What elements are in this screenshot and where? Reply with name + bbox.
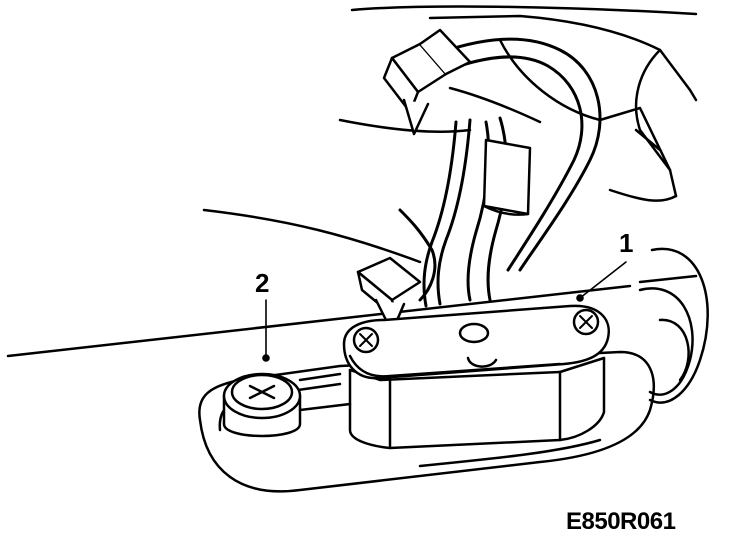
right-socket: [638, 247, 709, 404]
switch-cover-plate: [342, 304, 610, 380]
leader-line-1: [579, 261, 627, 299]
plate-screw-right: [572, 308, 600, 336]
lower-cable-tie-clip: [356, 256, 422, 334]
cable-harness: [398, 37, 602, 308]
leader-lines: [262, 261, 627, 362]
figure-code: E850R061: [566, 508, 676, 535]
callout-label-2: 2: [255, 268, 270, 298]
cable-sleeve: [482, 138, 532, 216]
body-panel-lines: [6, 5, 698, 358]
upper-cable-tie-clip: [382, 28, 542, 136]
leader-dot-2: [262, 354, 270, 362]
switch-housing: [348, 356, 606, 450]
fixing-screw: [222, 372, 352, 438]
callout-label-1: 1: [619, 228, 634, 258]
leader-dot-1: [576, 294, 584, 302]
plate-screw-left: [352, 326, 380, 354]
upper-trim-bracket: [428, 14, 698, 202]
